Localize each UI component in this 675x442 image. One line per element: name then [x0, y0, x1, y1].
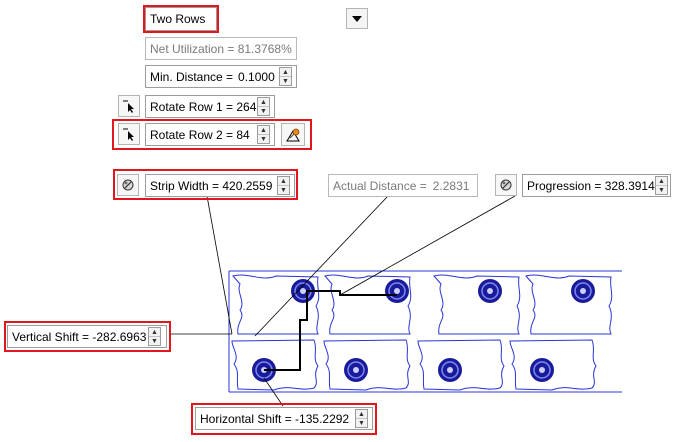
chevron-down-icon [352, 15, 362, 22]
horizontal-shift-spinner[interactable]: ▲▼ [355, 409, 368, 428]
rotate-row-1-field[interactable]: Rotate Row 1 = 264 [145, 95, 275, 118]
progression-measure-button[interactable] [495, 174, 517, 196]
rotate-row-1-label: Rotate Row 1 = 264 [150, 99, 257, 114]
cursor-pick-icon [123, 128, 134, 141]
spin-up-icon[interactable]: ▲ [282, 68, 289, 76]
progression-spinner[interactable]: ▲▼ [655, 176, 668, 195]
net-utilization-field: Net Utilization = 81.3768% [145, 37, 297, 60]
actual-distance-field: Actual Distance = 2.2831 [328, 174, 478, 197]
rotate-row-2-pick-button[interactable] [118, 123, 140, 145]
actual-distance-label: Actual Distance = [333, 178, 427, 193]
layout-select-highlight [143, 5, 219, 33]
strip-width-highlight [113, 169, 298, 200]
rotate-row-2-label: Rotate Row 2 = 84 [150, 127, 250, 142]
progression-field[interactable]: Progression = 328.3914 [522, 174, 671, 197]
vertical-shift-field[interactable]: Vertical Shift = -282.6963 [7, 325, 167, 348]
shift-dimension [264, 290, 397, 371]
spin-up-icon[interactable]: ▲ [658, 177, 665, 185]
part-outline [324, 274, 412, 335]
spin-up-icon[interactable]: ▲ [280, 177, 287, 185]
min-distance-label: Min. Distance = [150, 69, 234, 84]
spin-down-icon[interactable]: ▼ [278, 185, 289, 194]
vertical-shift-highlight [4, 321, 171, 352]
vertical-shift-label: Vertical Shift = -282.6963 [12, 329, 147, 344]
measure-icon [122, 179, 134, 191]
min-distance-field[interactable]: Min. Distance = 0.1000 [145, 65, 297, 88]
layout-select-value: Two Rows [150, 12, 206, 26]
min-distance-value: 0.1000 [238, 69, 275, 84]
layout-select[interactable]: Two Rows [145, 7, 217, 31]
spin-down-icon[interactable]: ▼ [149, 336, 160, 345]
actual-distance-value: 2.2831 [432, 178, 470, 193]
spin-down-icon[interactable]: ▼ [258, 134, 269, 143]
horizontal-shift-label: Horizontal Shift = -135.2292 [200, 411, 350, 426]
rotate-row-2-spinner[interactable]: ▲▼ [257, 125, 270, 144]
layout-dropdown-button[interactable] [346, 8, 368, 29]
rotate-row-2-field[interactable]: Rotate Row 2 = 84 [145, 123, 275, 146]
progression-label: Progression = 328.3914 [527, 178, 655, 193]
rotate-row-2-fix-button[interactable] [281, 123, 305, 146]
part-row-1 [232, 274, 613, 335]
part-outline [231, 339, 319, 391]
horizontal-shift-highlight [191, 403, 377, 435]
horizontal-shift-field[interactable]: Horizontal Shift = -135.2292 [195, 407, 373, 430]
rotate-row-1-pick-button[interactable] [118, 95, 140, 117]
spin-down-icon[interactable]: ▼ [656, 185, 667, 194]
part-outline [323, 339, 411, 391]
strip-width-label: Strip Width = 420.2559 [150, 178, 273, 193]
cursor-pick-icon [123, 100, 134, 113]
min-distance-spinner[interactable]: ▲▼ [279, 67, 292, 86]
part-outline [509, 339, 597, 391]
part-outline [433, 274, 521, 335]
spin-down-icon[interactable]: ▼ [280, 76, 291, 85]
rotate-row-1-spinner[interactable]: ▲▼ [257, 97, 270, 116]
part-outline [525, 274, 613, 335]
strip-width-spinner[interactable]: ▲▼ [277, 176, 290, 195]
leader-lines [171, 195, 516, 407]
pushpin-icon [286, 128, 300, 141]
strip-width-field[interactable]: Strip Width = 420.2559 [145, 174, 295, 197]
rotate-row-2-highlight [112, 119, 312, 150]
part-outline [232, 274, 320, 335]
strip-boundary [228, 270, 622, 393]
vertical-shift-spinner[interactable]: ▲▼ [148, 327, 161, 346]
spin-down-icon[interactable]: ▼ [356, 418, 367, 427]
part-outline [417, 339, 505, 391]
strip-width-measure-button[interactable] [117, 174, 139, 196]
part-holes-row-1 [291, 279, 595, 303]
spin-up-icon[interactable]: ▲ [358, 410, 365, 418]
measure-icon [500, 179, 512, 191]
spin-down-icon[interactable]: ▼ [258, 106, 269, 115]
spin-up-icon[interactable]: ▲ [260, 126, 267, 134]
net-utilization-label: Net Utilization = 81.3768% [150, 41, 292, 56]
spin-up-icon[interactable]: ▲ [151, 328, 158, 336]
spin-up-icon[interactable]: ▲ [260, 98, 267, 106]
part-row-2 [231, 339, 597, 391]
